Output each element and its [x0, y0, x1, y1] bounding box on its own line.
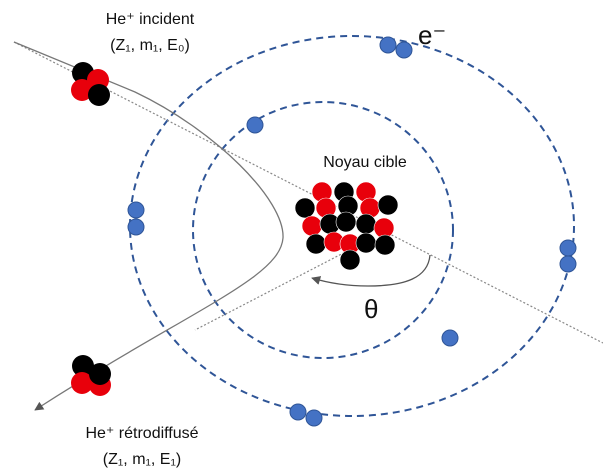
proton	[71, 372, 93, 394]
electrons	[127, 36, 577, 427]
neutron	[355, 232, 377, 254]
incident-params: (Z₁, m₁, E₀)	[110, 37, 190, 54]
backscattered-title: He⁺ rétrodiffusé	[85, 425, 198, 442]
neutron	[374, 234, 396, 256]
electron-dot	[559, 255, 577, 273]
target-nucleus	[294, 181, 399, 271]
proton	[301, 215, 323, 237]
electron-dot	[246, 116, 264, 134]
theta-label: θ	[364, 294, 378, 324]
neutron	[72, 355, 94, 377]
inner-orbit	[192, 101, 454, 359]
electron-dot	[379, 36, 397, 54]
neutron	[355, 213, 377, 235]
scattering-trajectory	[13, 41, 284, 411]
electron-dot	[127, 218, 145, 236]
theta-arc	[311, 254, 431, 287]
electron-dot	[559, 239, 577, 257]
neutron	[377, 194, 399, 216]
nucleus-label: Noyau cible	[323, 154, 407, 171]
outer-orbit	[129, 35, 575, 417]
electron-label: e⁻	[418, 20, 446, 50]
incident-alpha-particle	[71, 62, 110, 106]
neutron	[294, 197, 316, 219]
neutron	[88, 84, 110, 106]
backscattered-alpha-particle	[71, 355, 111, 396]
proton	[71, 79, 93, 101]
scattered-dotted-line	[194, 246, 356, 331]
electron-dot	[289, 403, 307, 421]
electron-dot	[441, 329, 459, 347]
neutron	[339, 249, 361, 271]
electron-dot	[305, 409, 323, 427]
backscattered-params: (Z₁, m₁, E₁)	[103, 451, 181, 468]
neutron	[305, 233, 327, 255]
electron-dot	[395, 41, 413, 59]
neutron	[89, 363, 111, 385]
electron-dot	[127, 201, 145, 219]
neutron	[335, 211, 357, 233]
incident-title: He⁺ incident	[106, 11, 195, 28]
